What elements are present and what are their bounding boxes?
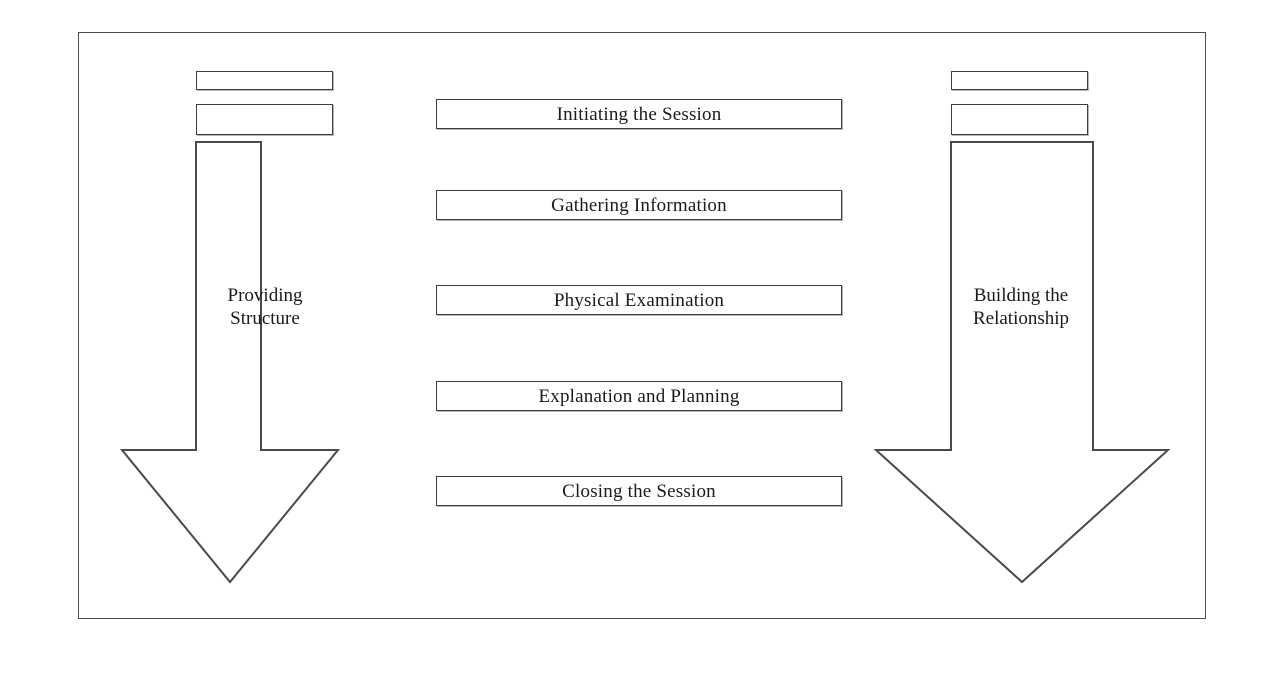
left-cap-box-1	[196, 71, 333, 90]
right-down-arrow-shape	[874, 141, 1170, 584]
stage-label-2: Gathering Information	[551, 194, 727, 216]
stage-box-explanation-and-planning[interactable]: Explanation and Planning	[436, 381, 842, 411]
left-arrow-label-line-1: Providing	[227, 285, 303, 306]
stage-label-1: Initiating the Session	[556, 103, 722, 125]
stage-box-closing-the-session[interactable]: Closing the Session	[436, 476, 842, 506]
left-down-arrow-shape	[120, 141, 340, 584]
left-cap-box-2	[196, 104, 333, 135]
right-down-arrow	[874, 140, 1170, 585]
stage-box-physical-examination[interactable]: Physical Examination	[436, 285, 842, 315]
right-cap-box-1	[951, 71, 1088, 90]
stage-box-gathering-information[interactable]: Gathering Information	[436, 190, 842, 220]
stage-label-3: Physical Examination	[553, 289, 725, 311]
right-arrow-label-line-1: Building the	[973, 285, 1069, 306]
left-down-arrow	[120, 140, 340, 585]
left-arrow-label: Providing Structure	[185, 284, 345, 330]
stage-label-5: Closing the Session	[562, 480, 716, 502]
stage-box-initiating-the-session[interactable]: Initiating the Session	[436, 99, 842, 129]
left-arrow-label-line-2: Structure	[230, 308, 300, 330]
stage-label-4: Explanation and Planning	[538, 385, 740, 407]
right-cap-box-2	[951, 104, 1088, 135]
right-arrow-label: Building the Relationship	[941, 284, 1101, 330]
right-arrow-label-line-2: Relationship	[972, 308, 1070, 330]
